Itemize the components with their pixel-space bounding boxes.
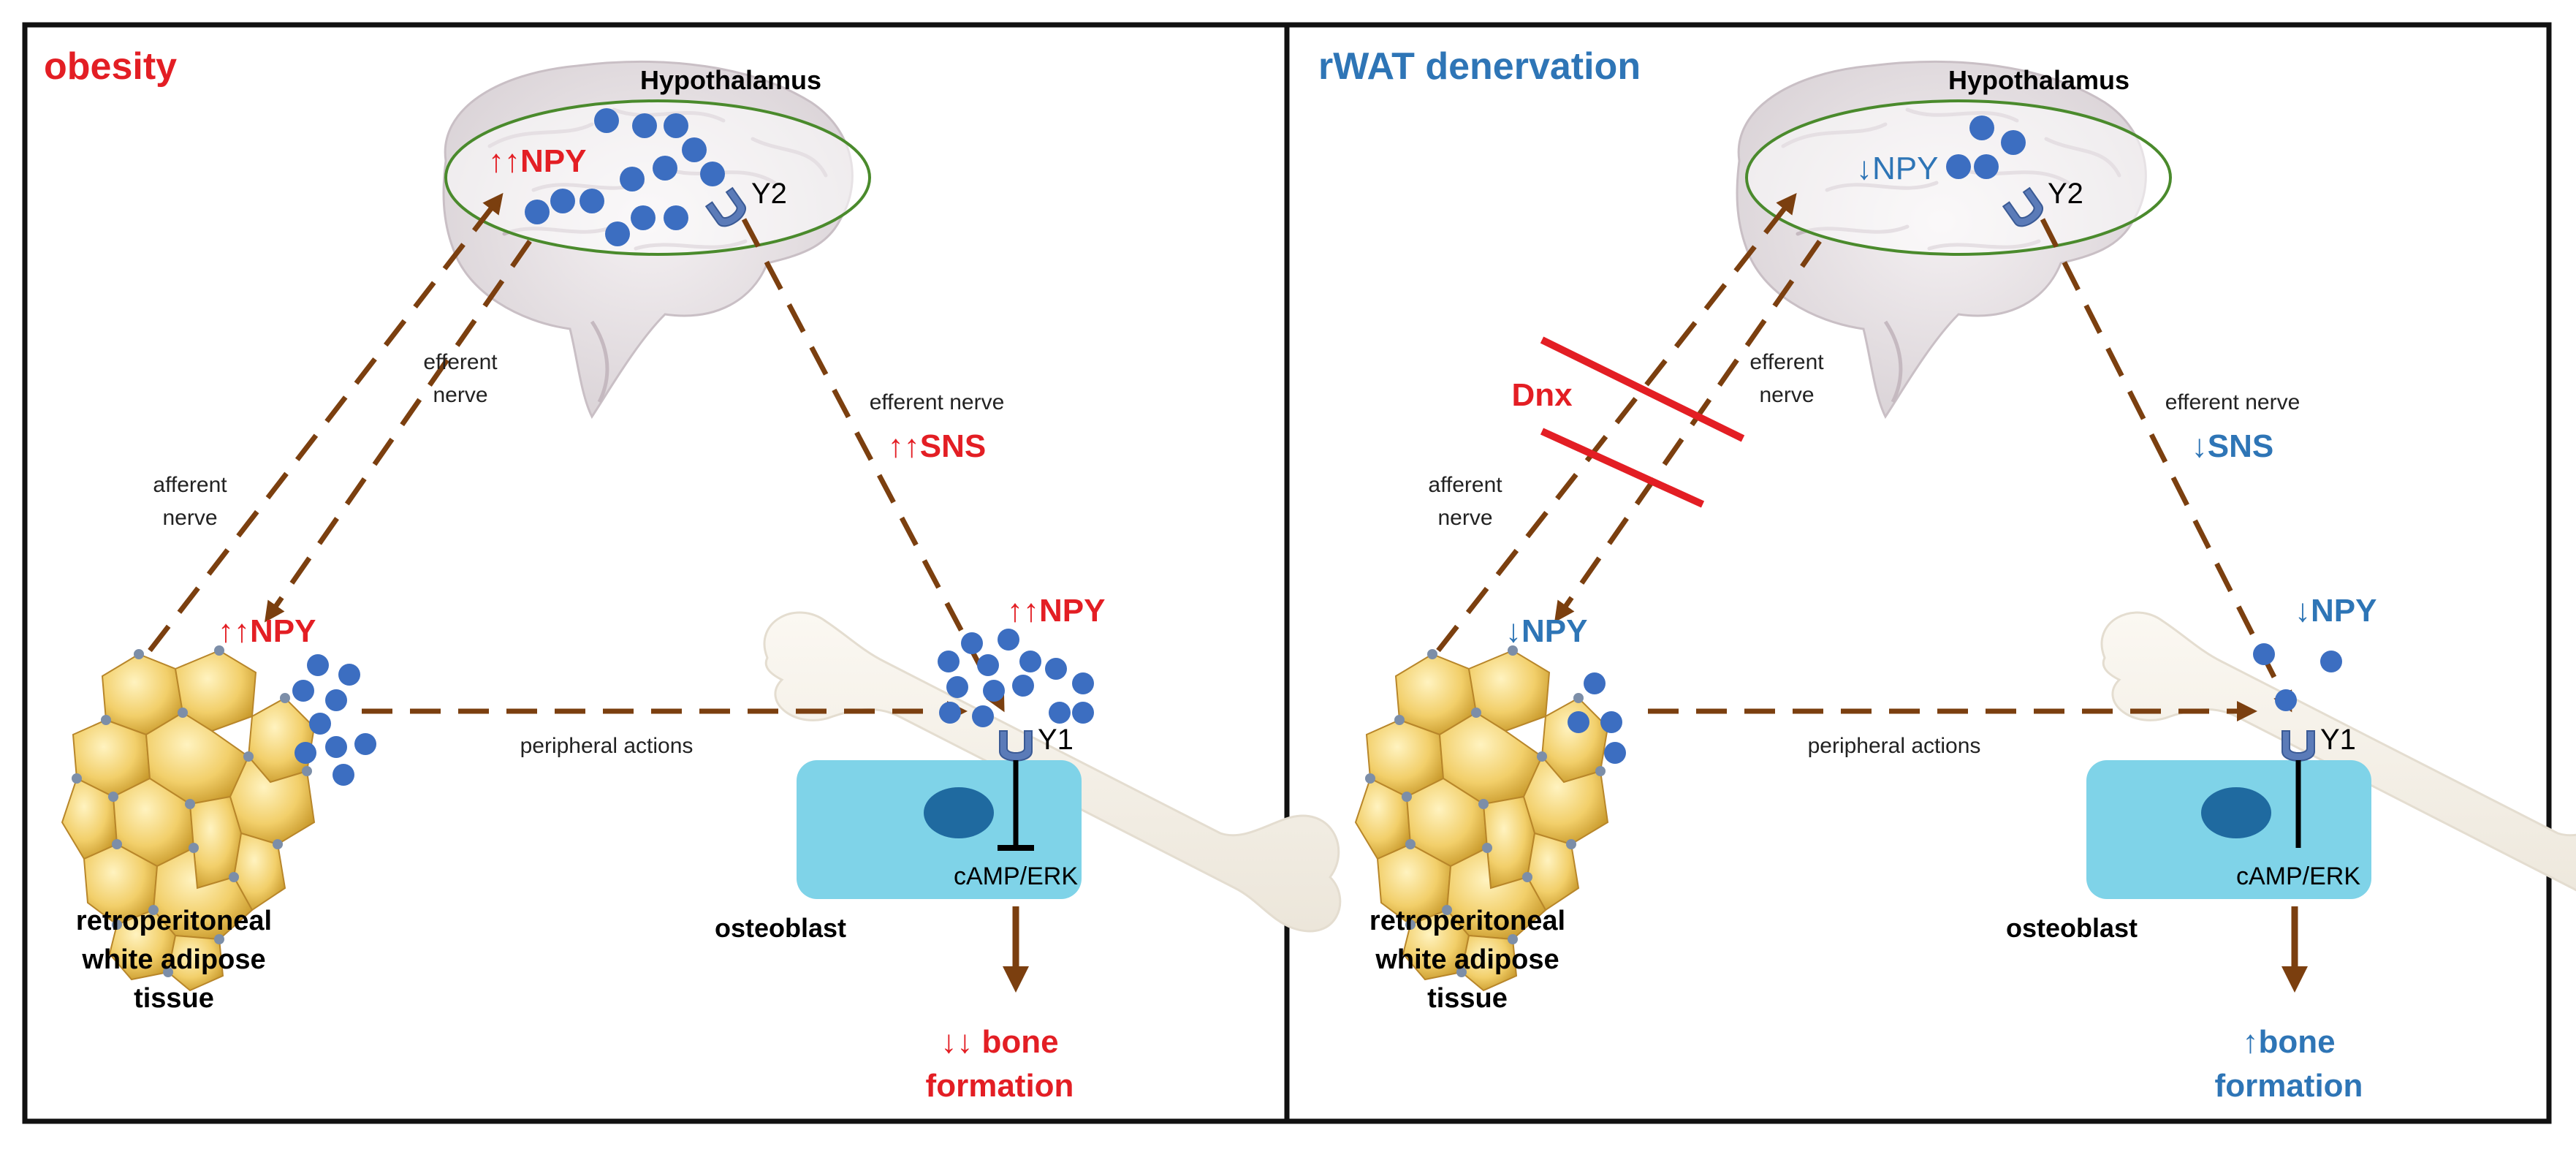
osteoblast-nucleus [2201, 787, 2271, 838]
panel-title: obesity [44, 45, 177, 88]
frame-right [1284, 22, 2552, 1124]
hypothalamus-npy: ↑↑NPY [488, 143, 586, 179]
sns-label: ↑↑SNS [888, 428, 986, 464]
wat-label-line3: tissue [1427, 983, 1508, 1014]
bone-result-line1: ↑bone [2242, 1024, 2335, 1060]
osteoblast-nucleus [924, 787, 994, 838]
panel-title: rWAT denervation [1318, 45, 1641, 88]
npy-dots-bone [2253, 643, 2342, 711]
npy-dots-hypothalamus [525, 108, 725, 246]
efferent-nerve-arrow-bone [2040, 218, 2292, 713]
wat-npy: ↑↑NPY [218, 613, 316, 649]
npy-dots-wat [1568, 672, 1626, 764]
hypothalamus-npy: ↓NPY [1856, 151, 1938, 186]
y2-label: Y2 [751, 178, 787, 210]
afferent-label-line1: afferent [1428, 473, 1502, 497]
efferent-nerve-label: efferent nerve [870, 390, 1005, 414]
npy-dots-bone [938, 629, 1094, 727]
bone-npy: ↑↑NPY [1007, 593, 1105, 629]
efferent-label-line2: nerve [1759, 383, 1814, 407]
denervation-bar-lower [1540, 428, 1705, 508]
wat-label-line1: retroperitoneal [1369, 906, 1565, 936]
hypothalamus-label: Hypothalamus [1948, 65, 2129, 95]
osteoblast-label: osteoblast [2006, 913, 2138, 943]
afferent-label-line1: afferent [153, 473, 227, 497]
afferent-label-line2: nerve [1437, 506, 1492, 530]
wat-npy: ↓NPY [1505, 613, 1587, 649]
npy-dots-hypothalamus [1946, 115, 2026, 179]
afferent-nerve-arrow [1436, 192, 1797, 653]
bone-result-line2: formation [926, 1068, 1074, 1104]
peripheral-actions-label: peripheral actions [1808, 734, 1981, 758]
efferent-label-line1: efferent [1749, 350, 1824, 374]
camp-erk-label: cAMP/ERK [954, 863, 1078, 890]
hypothalamus-label: Hypothalamus [640, 65, 821, 95]
wat-label-line3: tissue [134, 983, 214, 1014]
efferent-nerve-label: efferent nerve [2165, 390, 2300, 414]
wat-label-line2: white adipose [81, 944, 265, 975]
osteoblast-label: osteoblast [715, 913, 846, 943]
sns-label: ↓SNS [2192, 428, 2273, 464]
bone-npy: ↓NPY [2295, 593, 2376, 629]
efferent-nerve-arrow-bone [741, 218, 1005, 713]
afferent-nerve-arrow [148, 192, 504, 653]
bone-result-line2: formation [2215, 1068, 2363, 1104]
efferent-label-line2: nerve [433, 383, 487, 407]
bone-result-line1: ↓↓ bone [941, 1024, 1058, 1060]
npy-dots-wat [292, 654, 376, 786]
adipose-tissue-image [61, 645, 315, 991]
right-panel: rWAT denervation Hypothalamus ↓NPY Y2 Dn… [1318, 45, 2576, 1104]
denervation-bar-upper [1540, 336, 1745, 442]
left-panel: obesity Hypothalamus ↑↑NPY Y2 efferent n… [44, 45, 1342, 1104]
y2-label: Y2 [2048, 178, 2083, 210]
adipose-tissue-image [1355, 645, 1608, 991]
efferent-nerve-arrow-wat [1554, 240, 1822, 623]
efferent-label-line1: efferent [423, 350, 498, 374]
y1-label: Y1 [1038, 724, 1074, 756]
efferent-nerve-arrow-wat [265, 240, 532, 623]
dnx-label: Dnx [1511, 377, 1573, 413]
wat-label-line1: retroperitoneal [76, 906, 272, 936]
peripheral-actions-label: peripheral actions [520, 734, 694, 758]
wat-label-line2: white adipose [1375, 944, 1559, 975]
afferent-label-line2: nerve [162, 506, 217, 530]
y1-label: Y1 [2320, 724, 2356, 756]
camp-erk-label: cAMP/ERK [2236, 863, 2360, 890]
